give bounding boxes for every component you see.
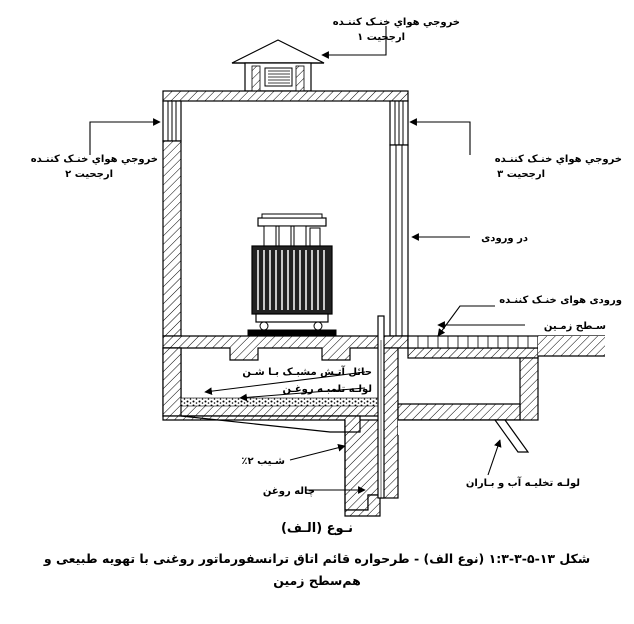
label-outlet-2-line1: خروجي هواي خنـک کننـده [31,154,158,165]
figure-caption-line1: شکل ۱۳-۵-۳-۱:۳ (نوع الف) - طرحواره قائم … [43,551,590,566]
labels: خروجي هواي خنـک کننـده ارجحيت ۱ خروجي هو… [31,17,622,497]
label-cooling-inlet: ورودی هوای خنـک کننـده [499,295,622,306]
roof-slab [162,90,409,102]
oil-pump-pipe [377,315,385,499]
ground-surface [538,335,605,357]
diagram-subtitle: نـوع (الـف) [281,521,353,536]
transformer [247,213,337,337]
label-drain-pipe: لولـه تخليـه آب و بـاران [466,476,580,489]
figure-caption-line2: هم‌سطح زمين [273,573,361,588]
label-slope: شـيب ۲٪ [241,456,285,467]
label-ground-level: سـطح زمـين [544,321,606,332]
label-fire-barrier: حائل آتـش مشبـک بـا شـن [242,365,372,378]
gravel-bed [180,397,381,407]
label-pump-pipe: لولـه تلمبـه روغـن [282,384,372,395]
label-outlet-1-line1: خروجي هواي خنـک کننـده [333,17,460,28]
drain-channel [397,335,539,453]
label-outlet-3-line2: ارجحيت ۳ [497,169,545,180]
room-floor-slab [162,335,409,361]
label-oil-pit: چاله روغن [263,486,315,497]
label-outlet-1-line2: ارجحيت ۱ [357,32,405,43]
right-wall [389,100,409,337]
label-entry-door: در ورودی [481,233,528,244]
roof-vent [231,39,325,92]
label-outlet-3-line1: خروجي هواي خنـک کننـده [495,154,622,165]
left-wall [162,100,182,337]
vent-grille [268,70,290,84]
callout-arrows [89,26,525,494]
label-outlet-2-line2: ارجحيت ۲ [65,169,113,180]
